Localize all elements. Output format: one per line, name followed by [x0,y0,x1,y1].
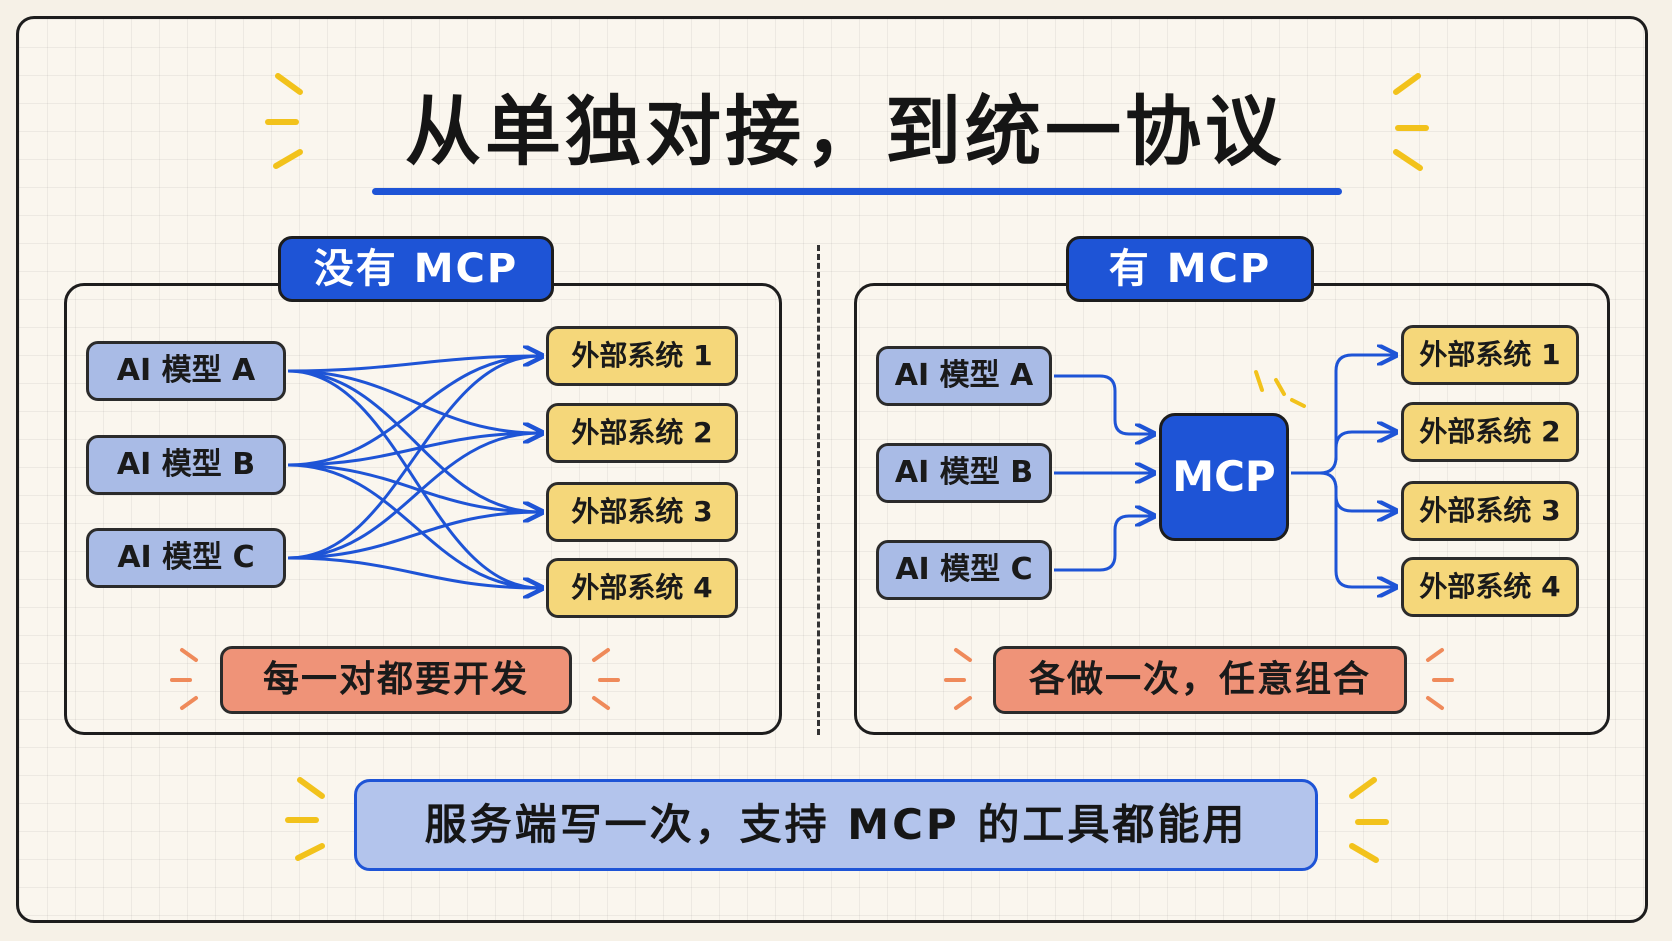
connector-c-2 [287,433,540,560]
left-system-4: 外部系统 4 [546,558,738,618]
right-system-4: 外部系统 4 [1401,557,1579,617]
hub-sparkles [1254,370,1306,408]
connector-a-1 [287,356,540,373]
right-system-3: 外部系统 3 [1401,481,1579,541]
right-hub-connectors [1054,355,1394,587]
right-system-1: 外部系统 1 [1401,325,1579,385]
connector-hub-4 [1291,471,1394,587]
connector-c-4 [287,556,540,588]
diagram-frame [16,16,1648,923]
left-mesh-connectors [287,356,540,588]
right-ai-model-b: AI 模型 B [876,443,1052,503]
right-ai-model-a: AI 模型 A [876,346,1052,406]
connector-a-4 [287,369,540,588]
connector-b-4 [287,463,540,588]
connector-a-3 [287,369,540,512]
connector-c-3 [287,512,540,560]
connector-ai-c-hub [1054,516,1152,572]
left-ai-model-c: AI 模型 C [86,528,286,588]
left-ai-model-b: AI 模型 B [86,435,286,495]
panel-divider [817,245,820,735]
connector-hub-1 [1291,355,1394,475]
left-system-3: 外部系统 3 [546,482,738,542]
left-system-1: 外部系统 1 [546,326,738,386]
footer-sparkles [285,777,1389,863]
right-ai-model-c: AI 模型 C [876,540,1052,600]
connector-hub-2 [1334,432,1394,460]
connector-ai-a-hub [1054,374,1152,434]
badge-without-mcp: 没有 MCP [278,236,554,302]
left-note: 每一对都要开发 [220,646,572,714]
badge-with-mcp: 有 MCP [1066,236,1314,302]
connector-hub-3 [1334,486,1394,511]
right-note: 各做一次，任意组合 [993,646,1407,714]
title-underline [372,188,1342,195]
left-system-2: 外部系统 2 [546,403,738,463]
footer-summary: 服务端写一次，支持 MCP 的工具都能用 [354,779,1318,871]
diagram-title: 从单独对接，到统一协议 [405,87,1285,176]
connector-b-2 [287,433,540,467]
connector-a-2 [287,369,540,433]
right-system-2: 外部系统 2 [1401,402,1579,462]
connector-b-3 [287,463,540,512]
note-sparkles [170,648,1454,710]
connector-b-1 [287,356,540,467]
left-ai-model-a: AI 模型 A [86,341,286,401]
mcp-hub: MCP [1159,413,1289,541]
title-sparkles [265,73,1429,171]
connector-c-1 [287,356,540,560]
